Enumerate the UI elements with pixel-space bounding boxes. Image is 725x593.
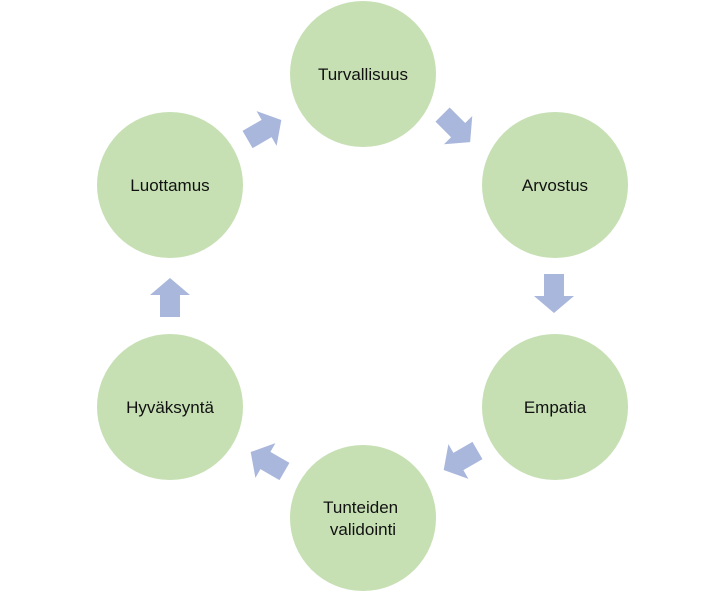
node-label: Turvallisuus [318,65,408,84]
node-luottamus: Luottamus [97,112,243,258]
arrow-hyvaksynta-to-luottamus [150,278,190,317]
node-circle [290,445,436,591]
node-label-line: validointi [330,520,396,539]
node-label-line: Tunteiden [323,498,398,517]
node-arvostus: Arvostus [482,112,628,258]
node-hyvaksynta: Hyväksyntä [97,334,243,480]
node-label-line: Turvallisuus [318,65,408,84]
node-circle [97,112,243,258]
node-turvallisuus: Turvallisuus [290,1,436,147]
node-label-line: Hyväksyntä [126,398,214,417]
arrows-group [150,107,574,481]
node-label-line: Luottamus [130,176,209,195]
node-label: Luottamus [130,176,209,195]
arrow-luottamus-to-turvallisuus [242,111,282,149]
node-circle [482,334,628,480]
node-label-line: Empatia [524,398,587,417]
node-label: Tunteiden validointi [323,498,403,539]
node-label: Arvostus [522,176,588,195]
node-circle [97,334,243,480]
node-label-line: Arvostus [522,176,588,195]
node-label: Empatia [524,398,587,417]
arrow-empatia-to-tunteiden-validointi [443,441,483,479]
node-label: Hyväksyntä [126,398,214,417]
node-circle [290,1,436,147]
node-empatia: Empatia [482,334,628,480]
arrow-tunteiden-validointi-to-hyvaksynta [250,443,290,481]
node-tunteiden-validointi: Tunteiden validointi [290,445,436,591]
arrow-arvostus-to-empatia [534,274,574,313]
arrow-turvallisuus-to-arvostus [435,107,473,145]
node-circle [482,112,628,258]
